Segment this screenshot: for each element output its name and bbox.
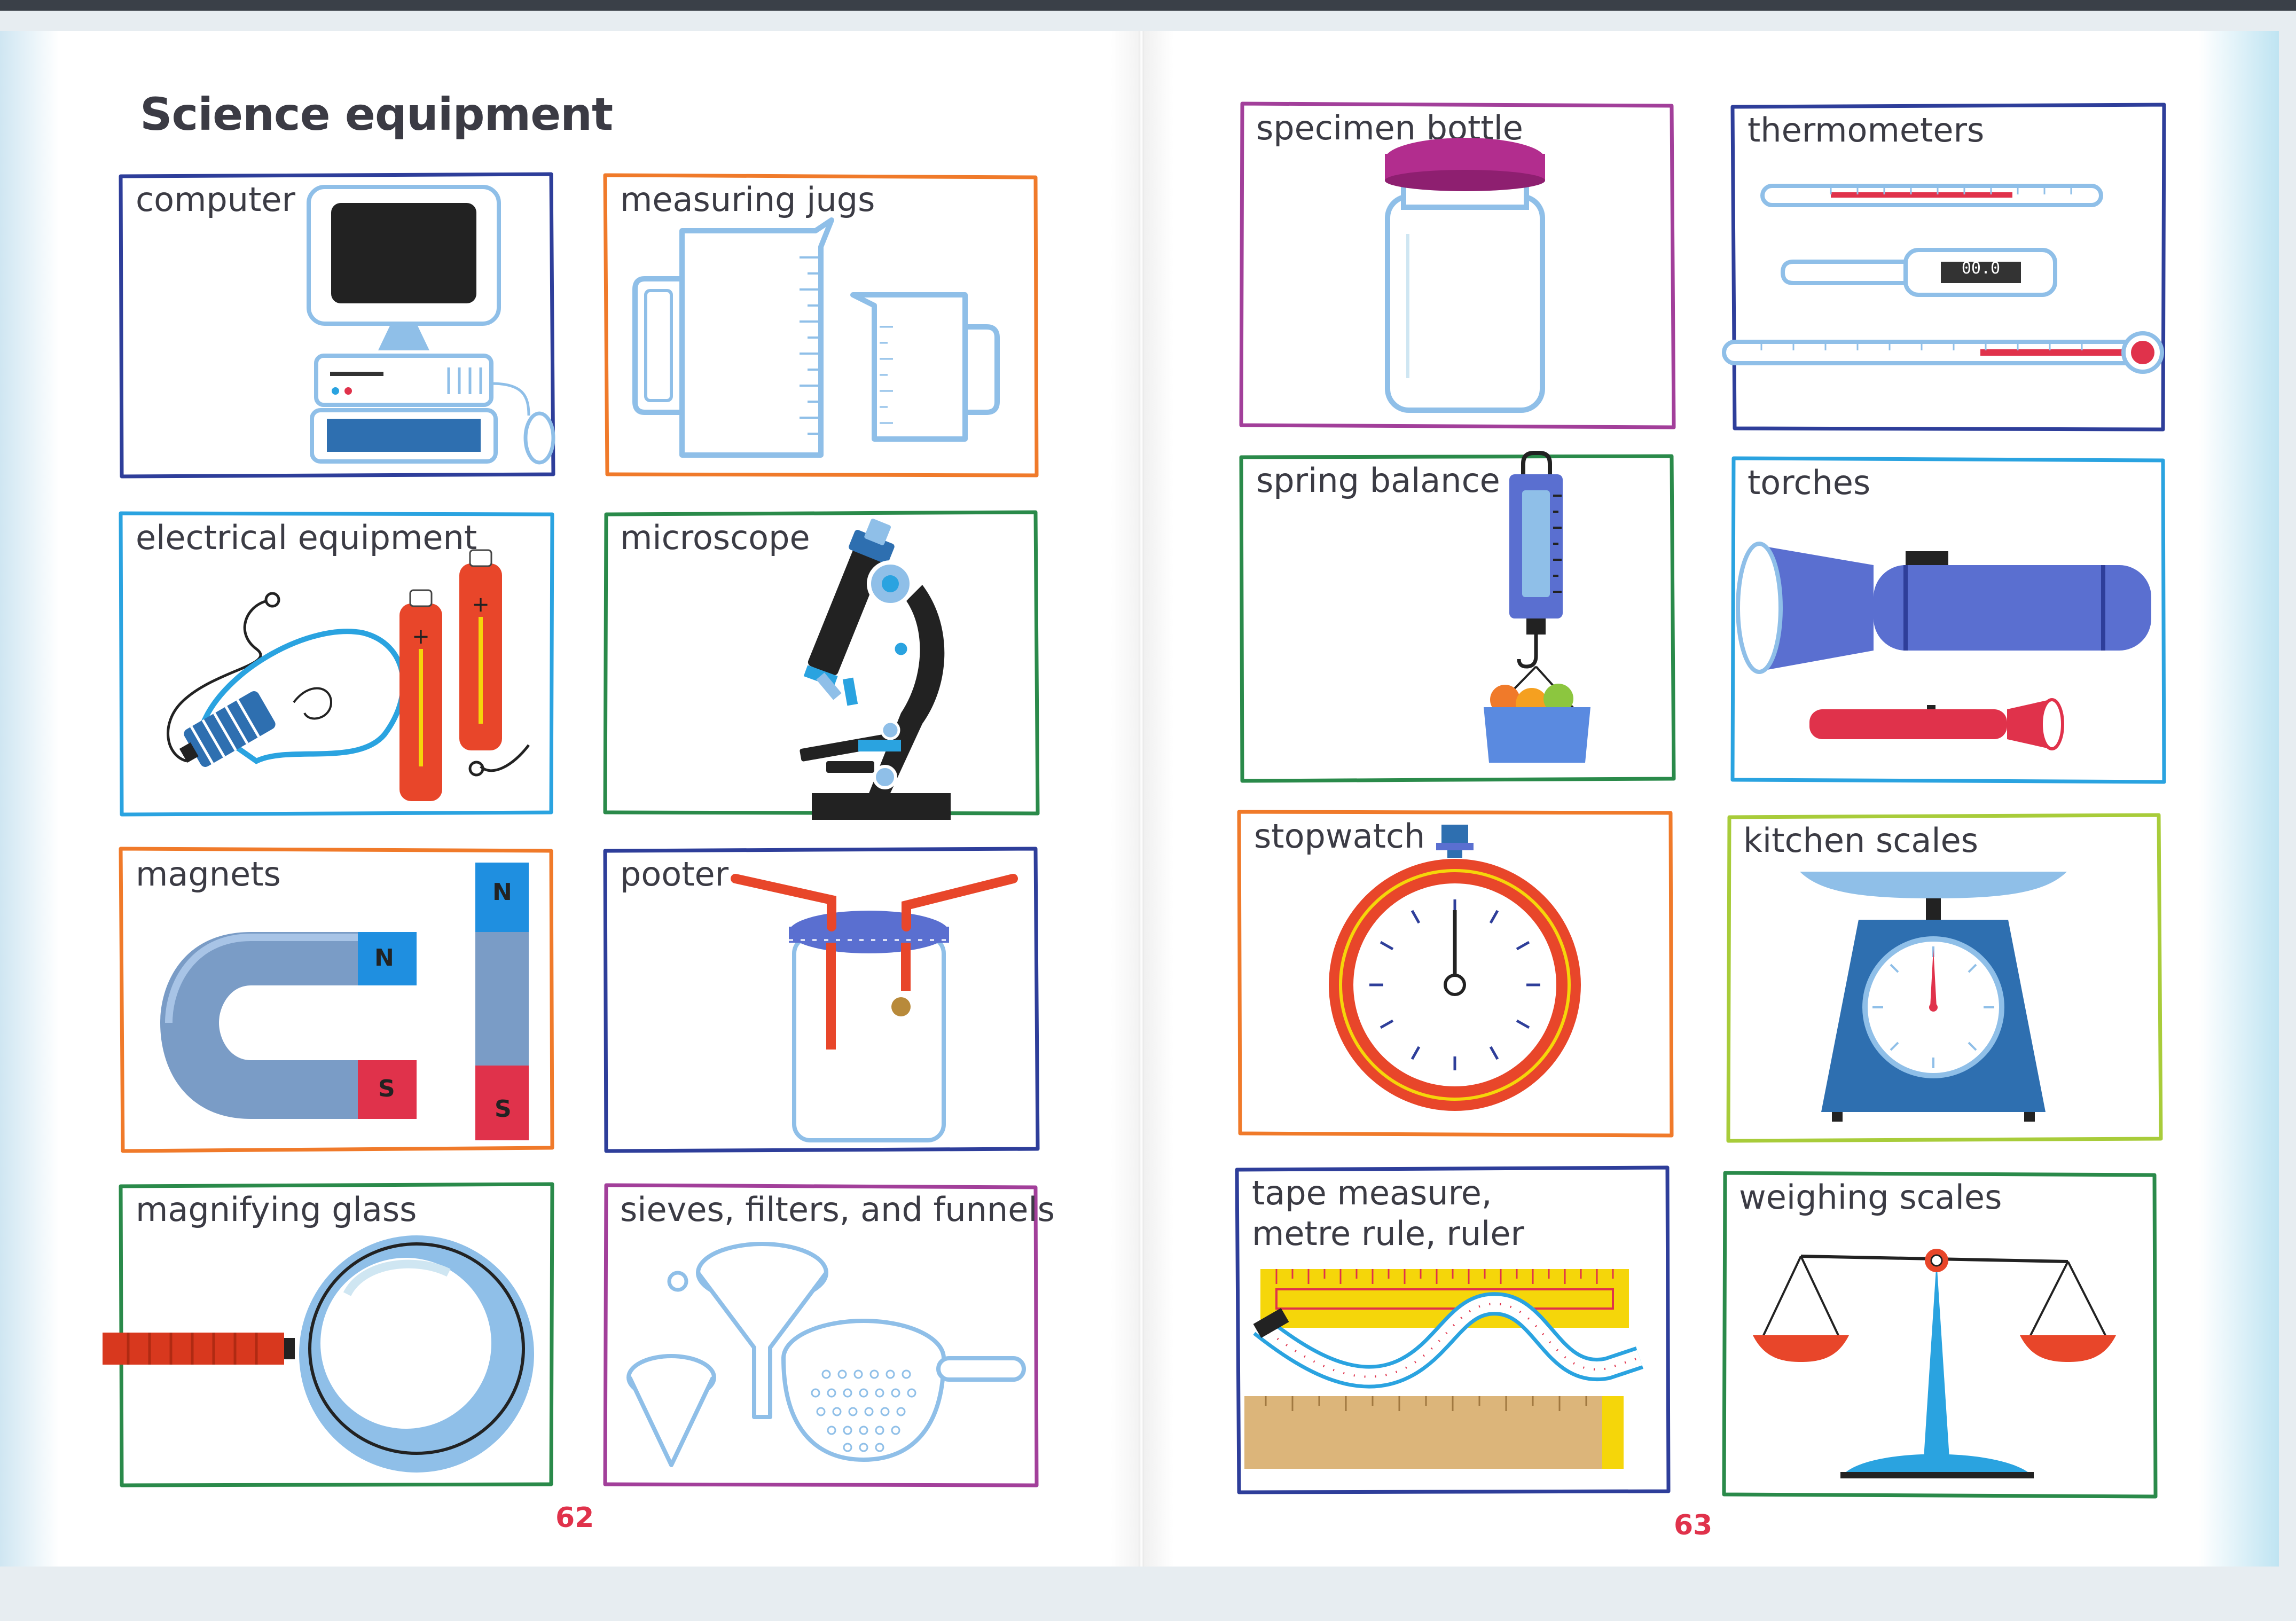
card-spring-balance: spring balance (1238, 451, 1676, 783)
magnet-north-label: N (374, 944, 394, 972)
card-tape-measure: tape measure, metre rule, ruler (1234, 1165, 1672, 1495)
card-frame (603, 847, 1040, 1153)
card-label: electrical equipment (136, 518, 477, 557)
card-specimen-bottle: specimen bottle (1238, 100, 1676, 430)
card-label: sieves, filters, and funnels (620, 1190, 1055, 1229)
card-label: torches (1748, 463, 1871, 502)
weighing-scales-icon (1753, 1249, 2116, 1478)
card-thermometers: thermometers 00.0 (1722, 103, 2167, 433)
card-frame (1235, 1165, 1671, 1494)
card-stopwatch: stopwatch (1236, 809, 1674, 1139)
sieve-filter-funnel-icon (626, 1242, 1026, 1467)
stopwatch-icon (1329, 825, 1581, 1111)
card-microscope: microscope (602, 510, 1040, 820)
card-frame (119, 847, 554, 1153)
card-frame (1726, 813, 2163, 1143)
card-frame (1237, 810, 1674, 1138)
card-magnets: magnets N S N S (117, 847, 555, 1153)
electrical-equipment-icon: + + (167, 549, 530, 801)
card-label: weighing scales (1739, 1178, 2002, 1217)
card-electrical-equipment: electrical equipment + + (117, 510, 555, 817)
page-number-left: 62 (555, 1502, 594, 1534)
spring-balance-icon (1484, 451, 1590, 763)
card-label: spring balance (1256, 461, 1500, 500)
card-frame (1722, 1171, 2158, 1499)
card-frame (603, 1183, 1039, 1487)
card-frame (603, 173, 1039, 477)
bar-magnet-south-label: S (495, 1095, 512, 1123)
tape-measure-ruler-icon (1244, 1269, 1643, 1469)
card-frame (603, 510, 1040, 816)
thermometer-icon (1722, 184, 2164, 374)
card-torches: torches (1729, 455, 2167, 785)
svg-text:+: + (472, 592, 490, 617)
card-measuring-jugs: measuring jugs (602, 172, 1040, 478)
specimen-bottle-icon (1385, 138, 1545, 413)
card-sieves-filters-funnels: sieves, filters, and funnels (602, 1182, 1055, 1488)
card-label: kitchen scales (1743, 821, 1979, 860)
kitchen-scales-icon (1800, 872, 2067, 1122)
torch-icon (1736, 542, 2151, 750)
page-title: Science equipment (140, 88, 613, 140)
card-computer: computer (117, 172, 555, 479)
card-frame (119, 511, 554, 817)
digital-thermometer-readout: 00.0 (1961, 259, 2001, 278)
card-frame (1239, 101, 1676, 429)
card-frame (119, 172, 555, 479)
card-weighing-scales: weighing scales (1721, 1170, 2159, 1500)
card-kitchen-scales: kitchen scales (1725, 813, 2163, 1143)
microscope-icon (800, 519, 951, 820)
bar-magnet-north-label: N (492, 879, 512, 906)
page-number-right: 63 (1674, 1509, 1713, 1541)
card-label: magnets (136, 855, 281, 894)
card-frame (1730, 103, 2166, 432)
page-left (0, 31, 1141, 1567)
pooter-icon (731, 874, 1018, 1142)
card-label: pooter (620, 855, 729, 894)
magnet-south-label: S (378, 1075, 395, 1102)
card-pooter: pooter (602, 847, 1040, 1153)
card-label: stopwatch (1254, 817, 1425, 856)
card-label: thermometers (1748, 111, 1985, 150)
measuring-jug-icon (632, 217, 1000, 458)
scanner-top-edge (0, 0, 2296, 11)
card-label: microscope (620, 518, 810, 557)
card-label-line-1: tape measure, (1252, 1173, 1492, 1212)
card-magnifying-glass: magnifying glass (103, 1182, 555, 1488)
svg-text:+: + (412, 624, 430, 649)
card-label-line-2: metre rule, ruler (1252, 1214, 1525, 1253)
horseshoe-magnet-icon (160, 863, 529, 1140)
card-frame (119, 1182, 554, 1487)
card-frame (1730, 456, 2166, 784)
magnifying-glass-icon (103, 1235, 534, 1473)
book-spine (1139, 31, 1144, 1567)
card-label: computer (136, 180, 296, 219)
card-label: measuring jugs (620, 180, 875, 219)
computer-icon (307, 185, 555, 465)
card-label: magnifying glass (136, 1190, 417, 1229)
